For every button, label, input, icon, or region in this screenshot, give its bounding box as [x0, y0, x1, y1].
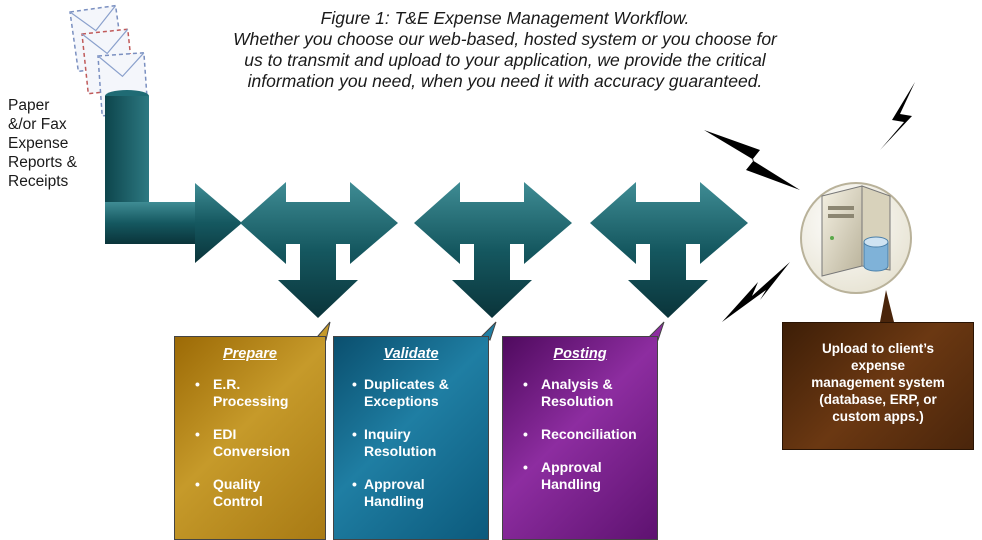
lightning-bolt-icon	[704, 130, 800, 190]
source-label-line: &/or Fax	[8, 116, 67, 133]
stage-item: Analysis &Resolution	[503, 376, 657, 410]
inflow-pipe	[105, 90, 242, 263]
source-label-line: Receipts	[8, 173, 69, 190]
lightning-bolt-icon	[722, 262, 790, 322]
stage-title: Posting	[553, 346, 607, 362]
upload-line: Upload to client’s	[821, 341, 934, 356]
callout-pointer-upload	[880, 290, 894, 322]
caption-line: Whether you choose our web-based, hosted…	[233, 29, 777, 49]
stage-arrow-posting	[590, 182, 748, 318]
source-label-line: Expense	[8, 135, 69, 152]
stage-arrow-prepare	[240, 182, 398, 318]
stage-box-posting: Posting Analysis &Resolution Reconciliat…	[502, 336, 658, 540]
caption-title: Figure 1: T&E Expense Management Workflo…	[320, 8, 690, 28]
upload-line: (database, ERP, or	[819, 392, 937, 407]
stage-arrow-validate	[414, 182, 572, 318]
upload-line: management system	[811, 375, 945, 390]
stage-item: Duplicates &Exceptions	[334, 376, 488, 410]
source-label: Paper &/or Fax Expense Reports & Receipt…	[8, 96, 98, 191]
server-icon	[800, 182, 912, 294]
database-icon	[863, 236, 889, 272]
figure-caption: Figure 1: T&E Expense Management Workflo…	[160, 8, 850, 92]
stage-item: Reconciliation	[503, 426, 657, 443]
stage-title: Validate	[383, 346, 439, 362]
caption-line: us to transmit and upload to your applic…	[244, 50, 766, 70]
upload-line: custom apps.)	[832, 409, 924, 424]
source-label-line: Reports &	[8, 154, 77, 171]
source-label-line: Paper	[8, 97, 50, 114]
lightning-bolt-icon	[880, 82, 915, 150]
upload-callout: Upload to client’s expense management sy…	[782, 322, 974, 450]
stage-item: E.R.Processing	[175, 376, 325, 410]
stage-box-validate: Validate Duplicates &Exceptions InquiryR…	[333, 336, 489, 540]
stage-title: Prepare	[222, 346, 277, 362]
caption-line: information you need, when you need it w…	[247, 71, 763, 91]
upload-line: expense	[850, 358, 906, 373]
